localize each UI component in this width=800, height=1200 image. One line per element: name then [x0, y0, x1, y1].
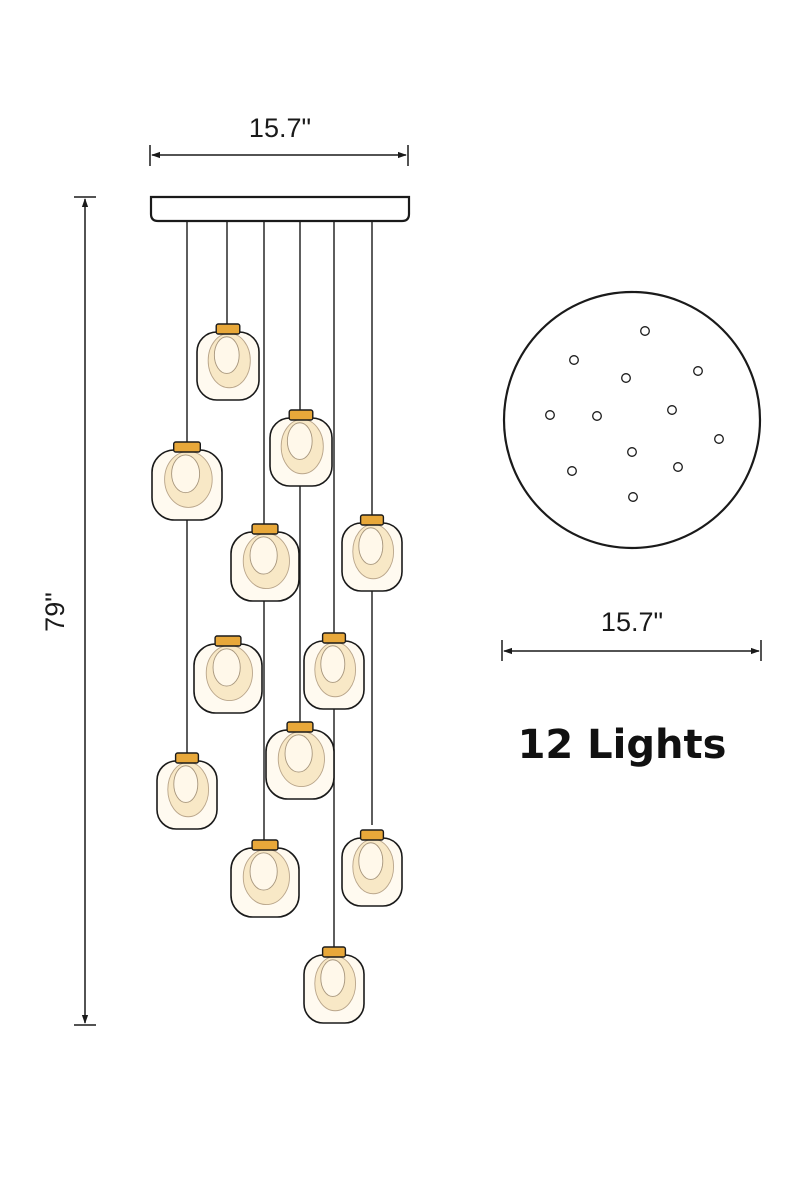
canopy-width-dimension: 15.7" — [149, 113, 409, 166]
gold-cap — [321, 946, 347, 958]
gold-cap — [251, 839, 279, 851]
bulb — [213, 336, 240, 374]
bulb — [286, 422, 313, 460]
cord-hole — [673, 462, 683, 472]
pendant-light — [151, 441, 223, 521]
pendant-light — [265, 721, 335, 800]
gold-cap — [286, 721, 314, 733]
bulb — [358, 527, 384, 565]
gold-cap — [288, 409, 314, 421]
pendant-light — [196, 323, 260, 401]
cord-hole — [627, 447, 637, 457]
pendant-light — [269, 409, 333, 487]
cord-hole — [592, 411, 602, 421]
pendant-light — [303, 632, 365, 710]
gold-cap — [251, 523, 279, 535]
bulb — [212, 648, 241, 687]
pendant-light — [156, 752, 218, 830]
gold-cap — [215, 323, 241, 335]
overall-height-label: 79" — [40, 592, 70, 632]
bulb — [320, 645, 346, 683]
light-count-label: 12 Lights — [518, 722, 727, 768]
cord-hole — [621, 373, 631, 383]
bulb — [358, 842, 384, 880]
gold-cap — [359, 829, 385, 841]
pendant-light — [230, 523, 300, 602]
bulb — [173, 765, 199, 803]
cord-hole — [569, 355, 579, 365]
bulb — [284, 734, 313, 773]
canopy-width-label: 15.7" — [249, 113, 311, 143]
pendant-light — [230, 839, 300, 918]
gold-cap — [214, 635, 242, 647]
canopy-diameter-dimension: 15.7" — [501, 607, 762, 661]
bulb — [320, 959, 346, 997]
cord-holes — [545, 326, 724, 502]
cord-hole — [667, 405, 677, 415]
cord-hole — [693, 366, 703, 376]
pendant-light — [193, 635, 263, 714]
cord-hole — [714, 434, 724, 444]
cord-hole — [545, 410, 555, 420]
pendant-light — [341, 829, 403, 907]
cord-hole — [628, 492, 638, 502]
canopy — [149, 195, 411, 223]
gold-cap — [172, 441, 201, 453]
overall-height-dimension: 79" — [40, 196, 96, 1026]
pendant-light — [303, 946, 365, 1024]
gold-cap — [359, 514, 385, 526]
bulb — [171, 454, 201, 494]
gold-cap — [321, 632, 347, 644]
canopy-circle — [502, 290, 762, 550]
gold-cap — [174, 752, 200, 764]
canopy-diameter-label: 15.7" — [601, 607, 663, 637]
cord-hole — [567, 466, 577, 476]
bulb — [249, 536, 278, 575]
canopy-top-view — [502, 290, 762, 550]
cord-hole — [640, 326, 650, 336]
pendant-light — [341, 514, 403, 592]
pendant-lights — [151, 323, 403, 1024]
bulb — [249, 852, 278, 891]
